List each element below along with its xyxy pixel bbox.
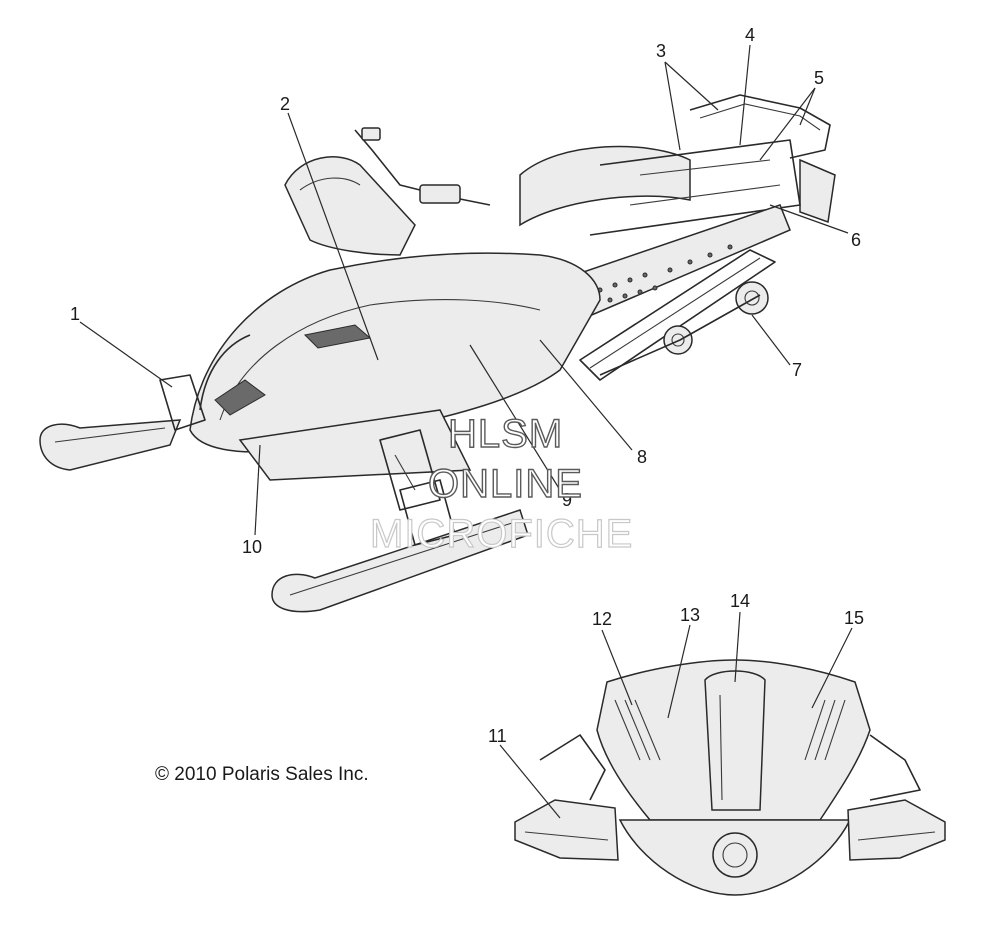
snowmobile-front-view bbox=[514, 659, 946, 896]
watermark-line-1: HLSM bbox=[448, 412, 563, 456]
callout-13: 13 bbox=[680, 605, 700, 625]
callout-7: 7 bbox=[792, 360, 802, 380]
callout-15: 15 bbox=[844, 608, 864, 628]
callout-5: 5 bbox=[814, 68, 824, 88]
callout-labels: 1 2 3 4 5 6 7 8 9 10 11 12 13 14 15 bbox=[70, 25, 864, 746]
copyright-text: © 2010 Polaris Sales Inc. bbox=[155, 764, 369, 785]
callout-1: 1 bbox=[70, 304, 80, 324]
callout-3: 3 bbox=[656, 41, 666, 61]
callout-12: 12 bbox=[592, 609, 612, 629]
callout-10: 10 bbox=[242, 537, 262, 557]
callout-14: 14 bbox=[730, 591, 750, 611]
watermark-line-3: MICROFICHE bbox=[370, 512, 633, 556]
callout-9: 9 bbox=[562, 490, 572, 510]
callout-4: 4 bbox=[745, 25, 755, 45]
watermark: HLSM ONLINE MICROFICHE bbox=[369, 411, 633, 556]
callout-2: 2 bbox=[280, 94, 290, 114]
watermark-line-2: ONLINE bbox=[428, 462, 583, 506]
callout-11: 11 bbox=[488, 726, 507, 746]
leader-lines bbox=[79, 44, 853, 819]
callout-6: 6 bbox=[851, 230, 861, 250]
snowmobile-side-view bbox=[39, 94, 836, 613]
callout-8: 8 bbox=[637, 447, 647, 467]
